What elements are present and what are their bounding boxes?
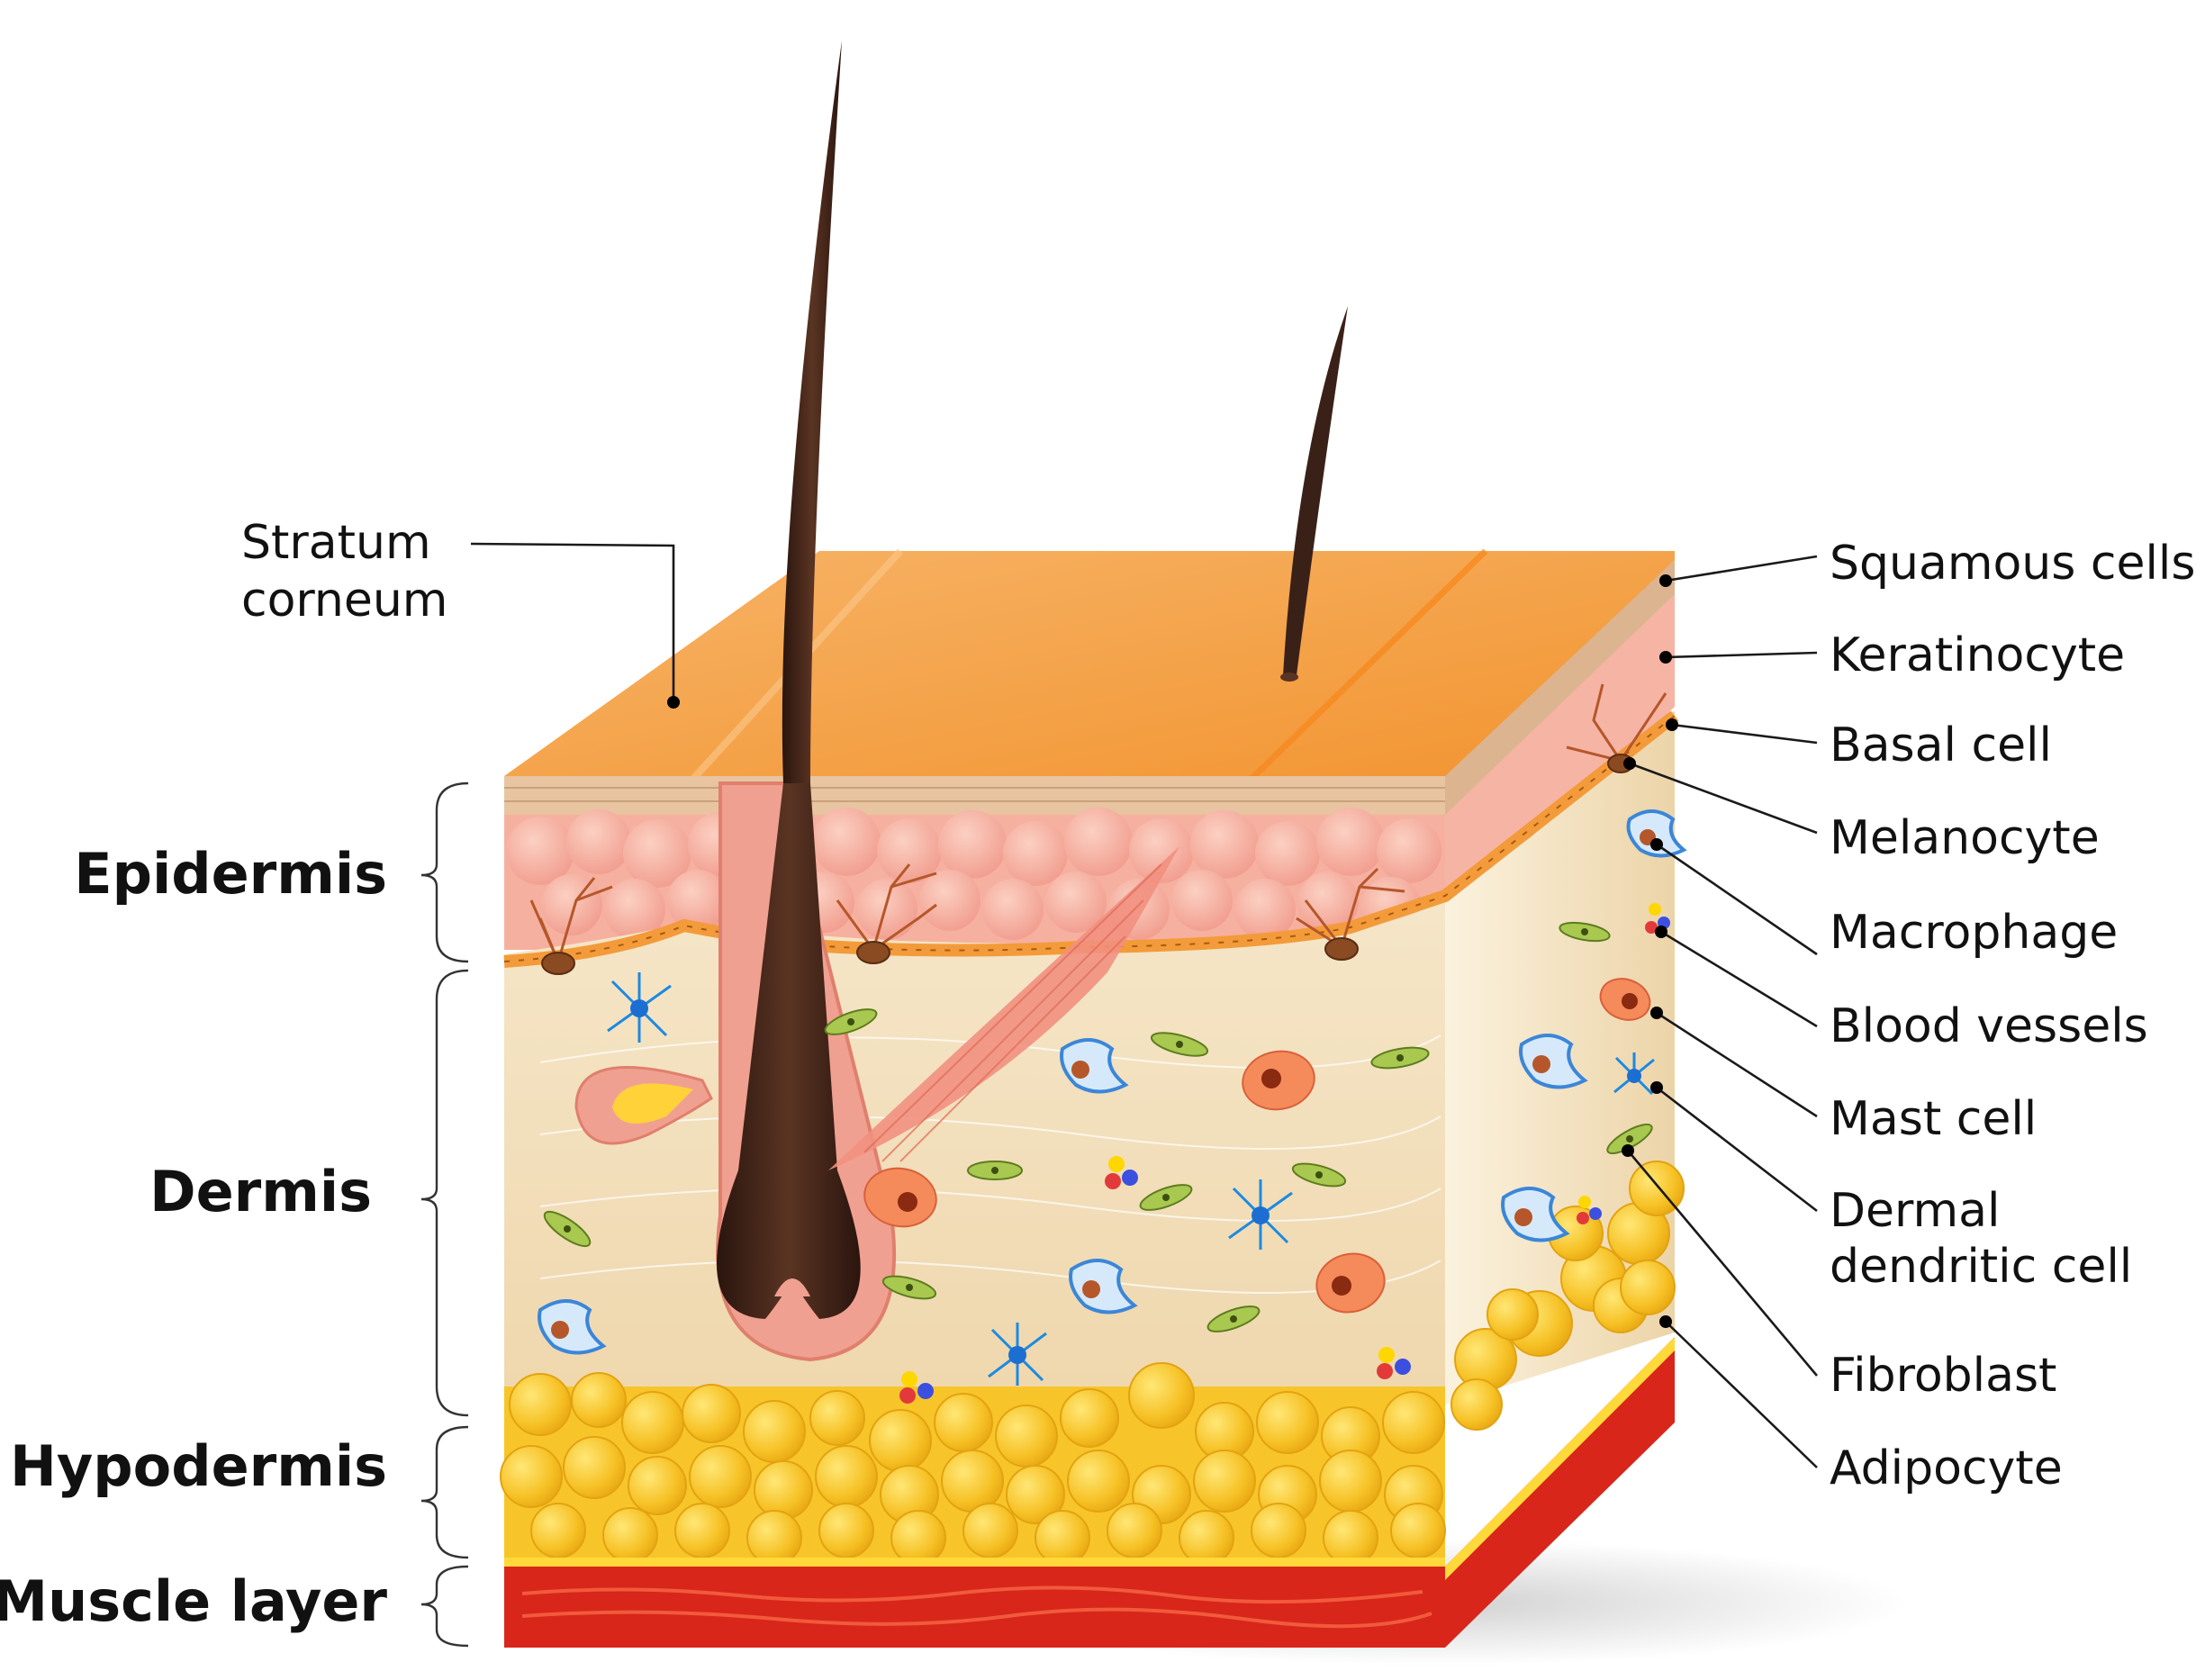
label-muscle-layer: Muscle layer [0,1568,387,1634]
label-blood-vessels: Blood vessels [1830,999,2148,1053]
macrophages [538,809,1687,1355]
label-fibroblast: Fibroblast [1830,1349,2056,1403]
hair-shaft-large [782,41,842,783]
blood-vessel-cells [899,903,1670,1404]
label-epidermis: Epidermis [74,841,387,907]
melanocytes [529,683,1667,962]
label-macrophage: Macrophage [1830,906,2118,960]
label-mast-cell: Mast cell [1830,1092,2037,1146]
hair-shaft-small [1283,306,1348,675]
label-dermal-dendritic-cell-line2: dendritic cell [1830,1240,2132,1294]
label-hypodermis: Hypodermis [10,1433,387,1499]
label-dermal-dendritic-cell-line1: Dermal [1830,1184,2000,1238]
label-stratum-corneum-line2: corneum [241,574,447,628]
dermal-dendritic-cells [607,972,1655,1386]
muscle-layer-block [504,1567,1445,1648]
label-stratum-corneum-line1: Stratum [241,516,431,570]
label-dermis: Dermis [149,1159,372,1224]
hair-follicle [574,781,896,1362]
label-adipocyte: Adipocyte [1830,1441,2063,1495]
label-squamous-cells: Squamous cells [1830,537,2195,591]
arrector-pili-muscle [828,846,1179,1170]
label-keratinocyte: Keratinocyte [1830,628,2125,682]
layer-braces [420,781,469,1648]
right-leaders [1622,555,1818,1468]
label-basal-cell: Basal cell [1830,718,2052,772]
label-melanocyte: Melanocyte [1830,811,2100,865]
leader-stratum-corneum [470,542,675,700]
